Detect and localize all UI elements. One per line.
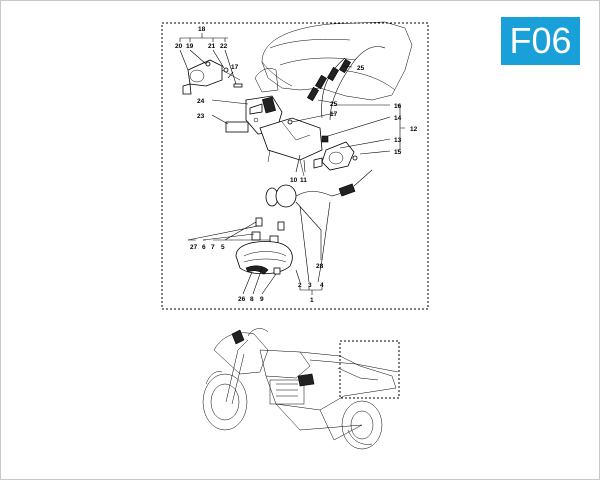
headlight-bracket <box>245 95 323 177</box>
callout-26: 26 <box>238 296 246 303</box>
callout-14: 14 <box>394 115 402 122</box>
screw-17 <box>287 119 293 125</box>
callout-3: 3 <box>308 282 312 289</box>
callout-5: 5 <box>221 244 225 251</box>
lamp-23 <box>225 121 249 133</box>
callout-25-top: 25 <box>357 65 365 72</box>
callout-12: 12 <box>410 126 418 133</box>
callout-8: 8 <box>250 296 254 303</box>
front-fairing <box>254 21 413 101</box>
callout-17-top: 17 <box>231 64 239 71</box>
callout-leaders <box>179 33 405 295</box>
right-turn-indicator <box>313 141 358 171</box>
horn-assembly <box>265 169 373 208</box>
callout-16: 16 <box>394 103 402 110</box>
callout-25-mid: 25 <box>330 101 338 108</box>
bolt-22 <box>233 83 243 88</box>
callout-22: 22 <box>220 43 228 50</box>
callout-13: 13 <box>394 137 402 144</box>
wiring-harness <box>306 46 386 121</box>
motorcycle-locator-sketch <box>202 328 399 450</box>
tail-light-assembly <box>235 217 293 275</box>
callout-21: 21 <box>208 43 216 50</box>
callout-6: 6 <box>202 244 206 251</box>
callout-numbers: 18 20 19 21 22 17 24 23 25 25 17 16 14 1… <box>175 26 418 304</box>
callout-18: 18 <box>198 26 206 33</box>
callout-15: 15 <box>394 149 402 156</box>
callout-23: 23 <box>197 113 205 120</box>
locator-highlight-box <box>339 340 400 399</box>
left-turn-indicator <box>182 59 241 95</box>
screw-19 <box>205 61 211 67</box>
callout-20: 20 <box>175 43 183 50</box>
callout-17-mid: 17 <box>330 111 338 118</box>
connector-14 <box>321 135 329 143</box>
callout-11: 11 <box>300 177 307 184</box>
page-code-badge: F06 <box>501 17 580 65</box>
callout-10: 10 <box>290 177 298 184</box>
callout-4: 4 <box>320 282 324 289</box>
exploded-view-boundary <box>161 22 429 310</box>
callout-9: 9 <box>260 296 264 303</box>
callout-24: 24 <box>197 98 205 105</box>
callout-2: 2 <box>298 282 302 289</box>
callout-27: 27 <box>190 244 198 251</box>
callout-1: 1 <box>310 297 314 304</box>
callout-19: 19 <box>186 43 194 50</box>
callout-7: 7 <box>211 244 215 251</box>
screw-21 <box>223 67 229 73</box>
callout-28: 28 <box>316 263 324 270</box>
